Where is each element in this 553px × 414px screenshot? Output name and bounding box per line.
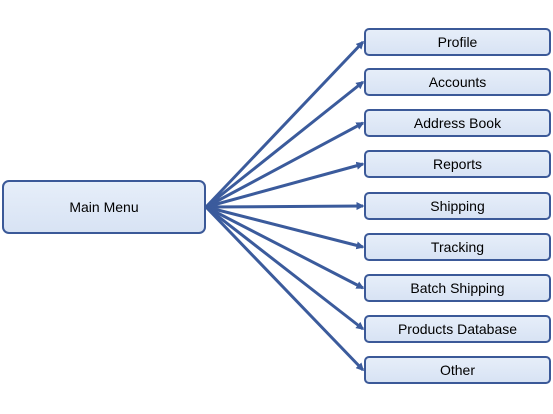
arrow-to-reports [205,161,365,209]
reports-node[interactable]: Reports [364,150,551,178]
arrow-to-shipping [205,202,365,211]
arrow-to-tracking [205,205,365,250]
shipping-label: Shipping [430,198,485,214]
profile-node[interactable]: Profile [364,28,551,56]
arrow-to-other [204,205,365,372]
arrow-to-accounts [205,80,365,209]
profile-label: Profile [437,34,478,50]
accounts-label: Accounts [428,74,487,90]
reports-label: Reports [432,156,483,172]
other-node[interactable]: Other [364,356,551,384]
address-book-node[interactable]: Address Book [364,109,551,137]
accounts-node[interactable]: Accounts [364,68,551,96]
address-book-label: Address Book [413,115,502,131]
batch-shipping-label: Batch Shipping [410,280,505,296]
arrow-to-products-database [205,205,365,331]
shipping-node[interactable]: Shipping [364,192,551,220]
arrow-to-profile [204,40,365,209]
batch-shipping-node[interactable]: Batch Shipping [364,274,551,302]
products-database-label: Products Database [397,321,518,337]
main-menu-node[interactable]: Main Menu [2,180,206,234]
other-label: Other [439,362,475,378]
products-database-node[interactable]: Products Database [364,315,551,343]
tracking-node[interactable]: Tracking [364,233,551,261]
tracking-label: Tracking [430,239,485,255]
arrow-to-batch-shipping [205,205,365,290]
arrow-to-address-book [205,121,365,209]
main-menu-label: Main Menu [69,199,139,215]
